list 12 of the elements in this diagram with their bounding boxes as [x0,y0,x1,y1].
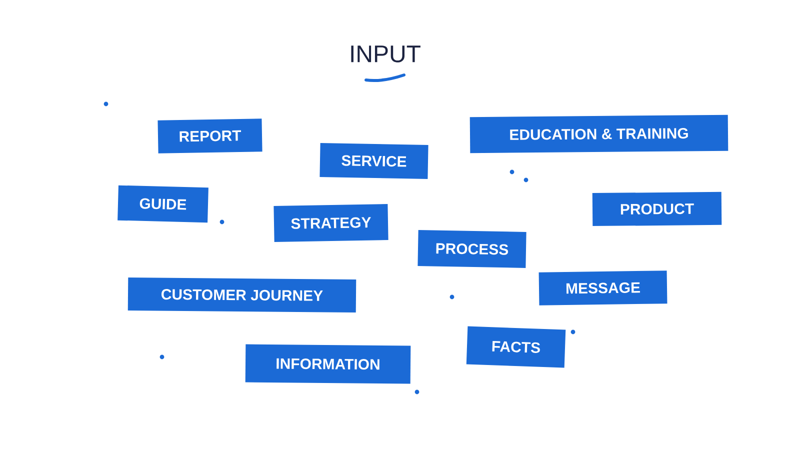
tag-box: MESSAGE [538,270,668,306]
tag-box: GUIDE [118,185,208,223]
title: INPUT [351,46,420,62]
tag-box: CUSTOMER JOURNEY [128,278,356,312]
tag-box: SERVICE [320,143,428,179]
tag-box: FACTS [466,326,566,368]
tag-box: EDUCATION & TRAINING [470,114,728,154]
tag-box: REPORT [158,118,262,154]
tag-box: INFORMATION [245,344,411,384]
tag-box: STRATEGY [274,204,388,242]
tag-box: PROCESS [418,230,526,268]
tag-box: PRODUCT [592,192,722,226]
